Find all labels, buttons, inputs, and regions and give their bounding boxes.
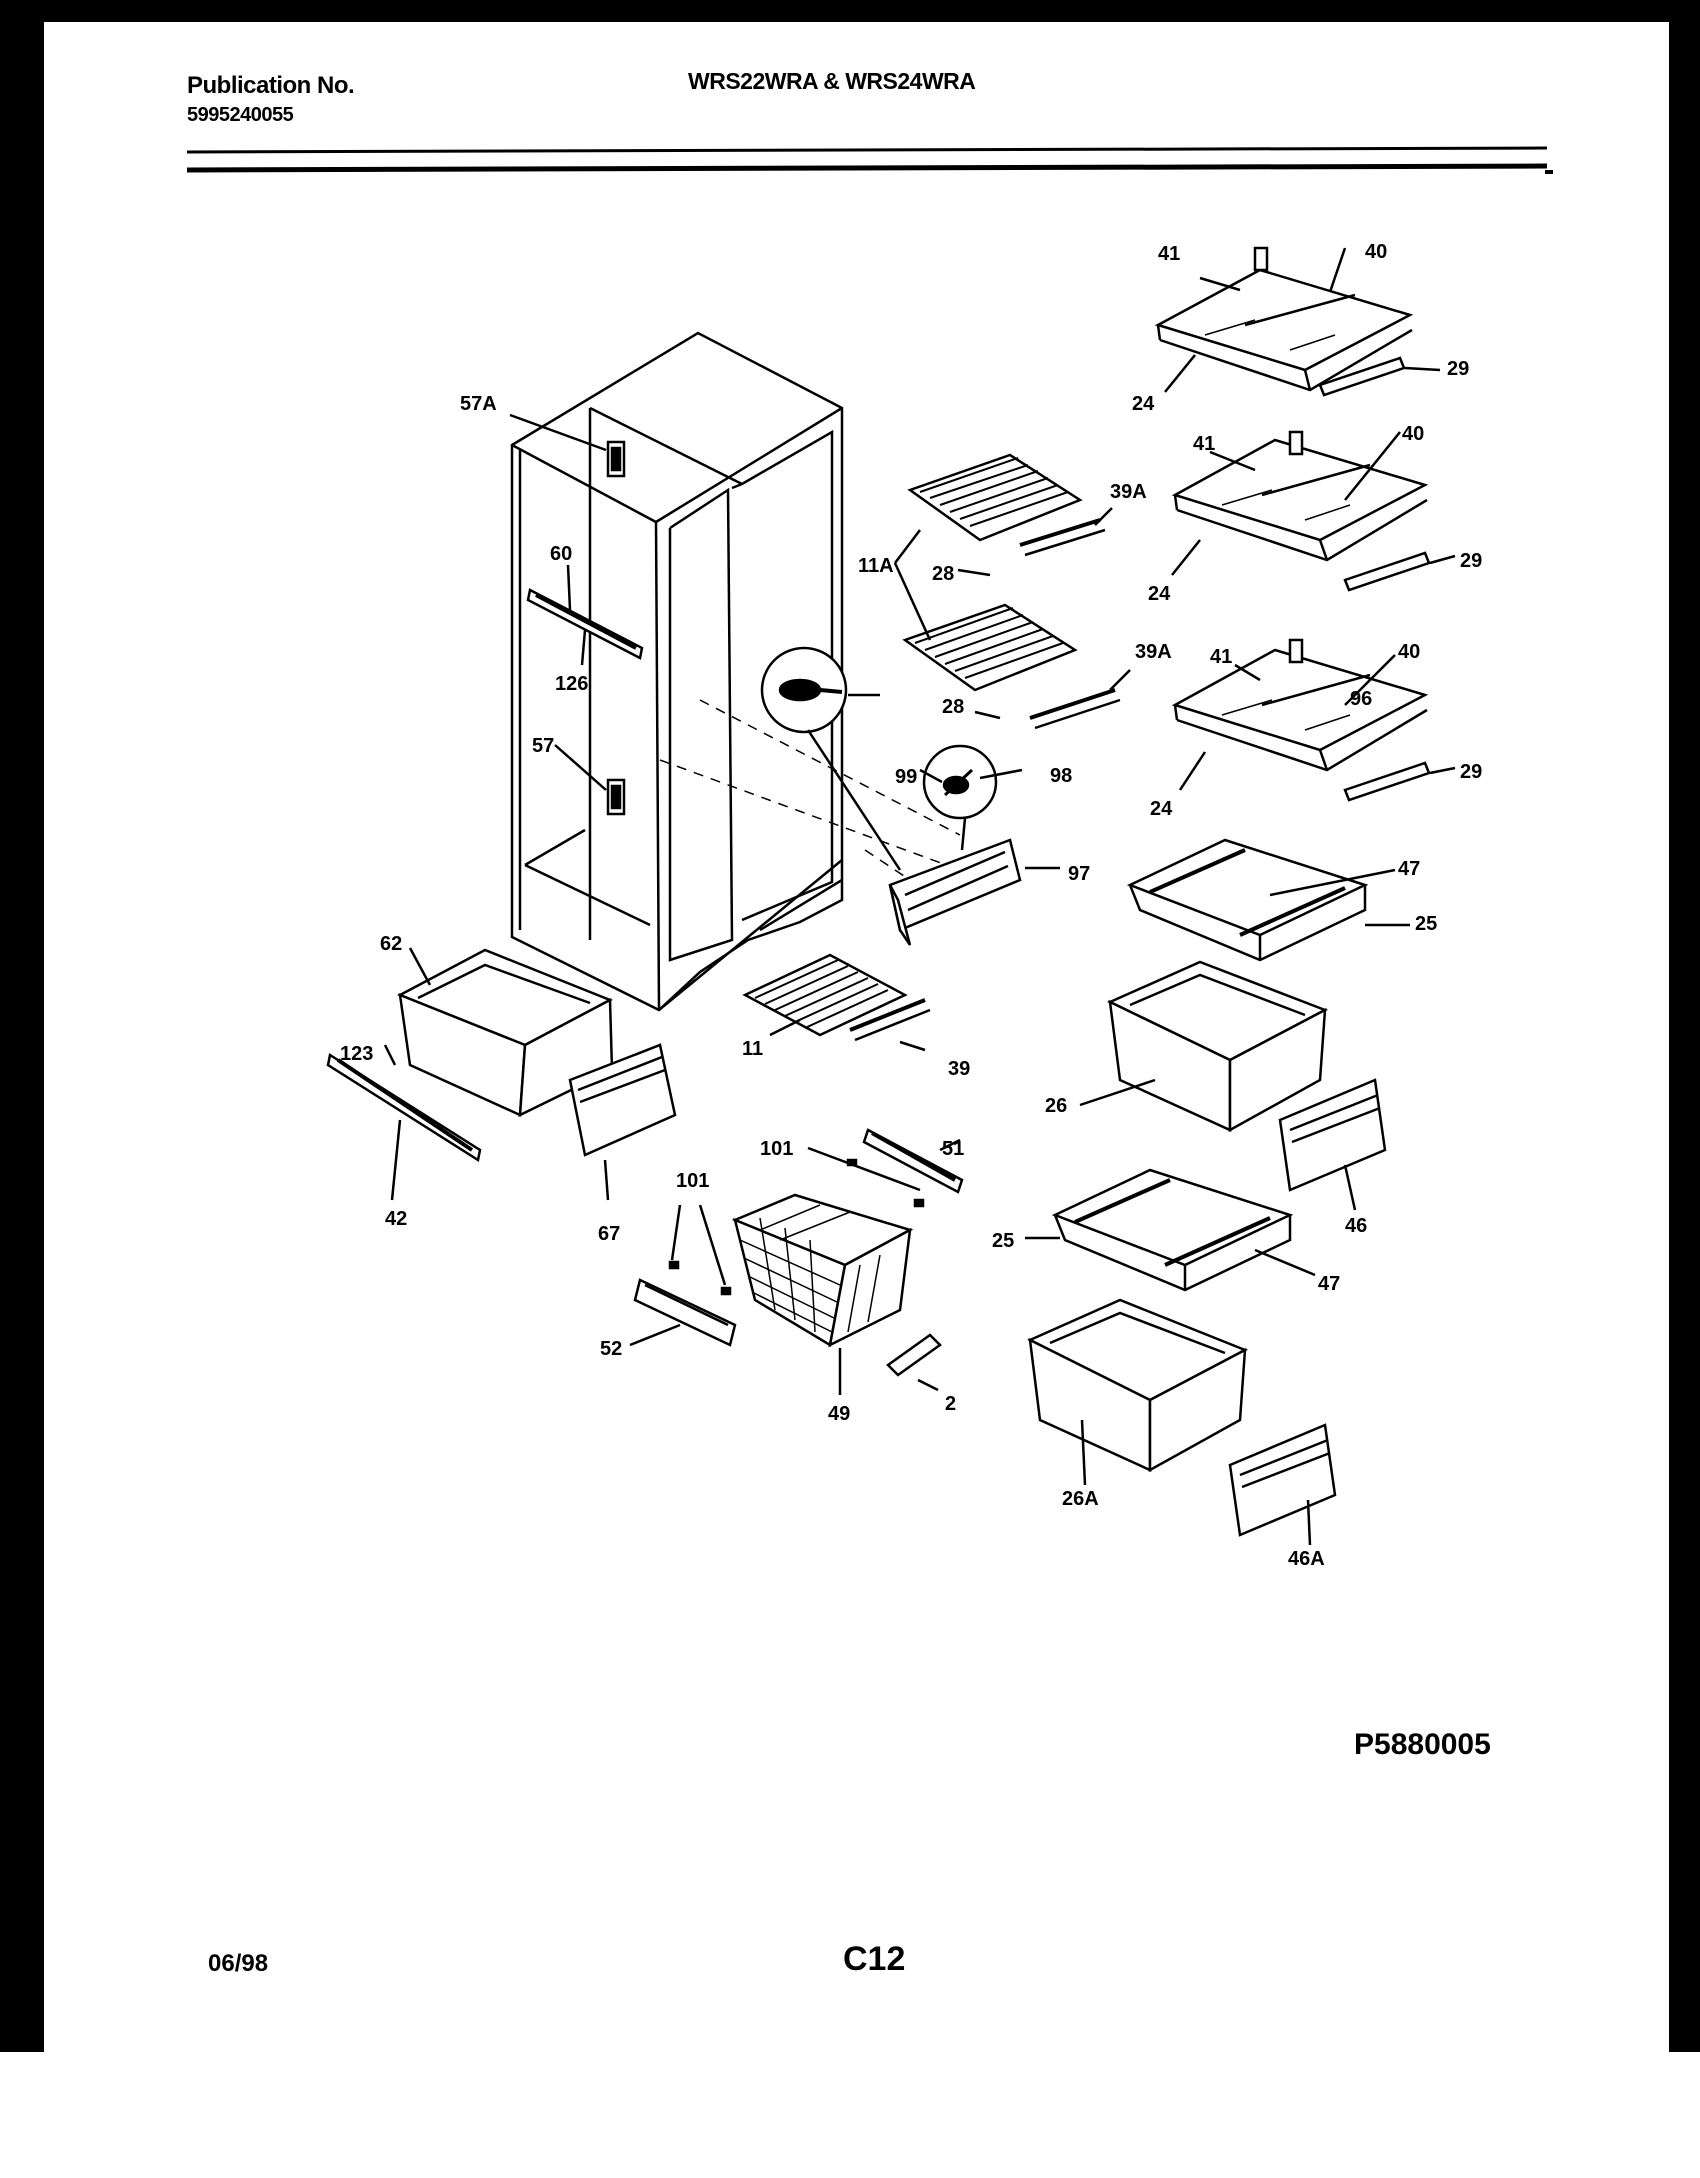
glass-shelf-2	[1171, 430, 1456, 592]
callout-62: 62	[380, 933, 402, 955]
callout-97: 97	[1068, 863, 1090, 885]
callout-39A: 39A	[1135, 641, 1172, 663]
part-46A-door	[1228, 1423, 1337, 1546]
header-rule-thin	[186, 146, 1548, 154]
part-51	[807, 1128, 964, 1208]
callout-11: 11	[742, 1038, 763, 1060]
publication-label: Publication No.	[187, 72, 355, 99]
part-52	[629, 1204, 737, 1347]
bottom-strip	[0, 2052, 1700, 2178]
callout-126: 126	[555, 673, 588, 695]
callout-2: 2	[945, 1393, 956, 1415]
callout-25: 25	[1415, 913, 1437, 935]
header-rule-thick	[186, 163, 1548, 173]
part-60-126	[526, 564, 644, 666]
exploded-view-drawing	[326, 246, 1456, 1546]
callout-57: 57	[532, 735, 554, 757]
detail-circle-98	[919, 744, 1023, 851]
callout-29: 29	[1460, 761, 1482, 783]
leader-39A-b	[1109, 669, 1131, 691]
page-code: C12	[843, 1940, 906, 1978]
part-49-basket	[731, 1193, 914, 1395]
callout-26A: 26A	[1062, 1488, 1099, 1510]
part-26-pan	[1079, 960, 1329, 1133]
part-47-25-upper	[1126, 838, 1410, 962]
wire-shelf-upper	[907, 453, 1106, 577]
part-57A	[509, 413, 626, 478]
callout-47: 47	[1318, 1273, 1340, 1295]
part-47-25-lower	[1025, 1168, 1316, 1292]
callout-11A: 11A	[858, 555, 894, 577]
callout-24: 24	[1148, 583, 1171, 605]
callout-99: 99	[895, 766, 917, 788]
part-callouts: 57A 60 126 57 62 123 42 67 41 40 29 24 41 40 29 24 41 40 2…	[340, 241, 1482, 1570]
callout-39: 39	[948, 1058, 970, 1080]
callout-96: 96	[1350, 688, 1372, 710]
callout-41: 41	[1158, 243, 1180, 265]
callout-39A: 39A	[1110, 481, 1147, 503]
part-67-door	[568, 1043, 677, 1201]
callout-24: 24	[1150, 798, 1173, 820]
callout-123: 123	[340, 1043, 373, 1065]
glass-shelf-1	[1154, 246, 1441, 397]
leader-39A-a	[1094, 507, 1113, 526]
callout-47: 47	[1398, 858, 1420, 880]
callout-51: 51	[942, 1138, 964, 1160]
glass-shelf-3	[1171, 638, 1456, 802]
callout-24: 24	[1132, 393, 1155, 415]
callout-52: 52	[600, 1338, 622, 1360]
callout-29: 29	[1460, 550, 1482, 572]
callout-57A: 57A	[460, 393, 497, 415]
publication-number: 5995240055	[187, 104, 294, 126]
part-11-39	[742, 953, 931, 1052]
model-numbers: WRS22WRA & WRS24WRA	[688, 68, 976, 94]
wire-shelf-lower	[902, 603, 1121, 730]
callout-41: 41	[1210, 646, 1232, 668]
callout-60: 60	[550, 543, 572, 565]
leader-11A-b	[893, 562, 932, 641]
callout-40: 40	[1398, 641, 1420, 663]
part-46-door	[1278, 1078, 1387, 1211]
cabinet	[510, 331, 961, 1012]
header-mark	[1545, 170, 1553, 174]
part-57	[554, 744, 626, 816]
callout-28: 28	[932, 563, 954, 585]
callout-26: 26	[1045, 1095, 1067, 1117]
part-97	[888, 838, 1060, 946]
callout-40: 40	[1402, 423, 1424, 445]
part-26A-pan	[1027, 1298, 1248, 1486]
revision-date: 06/98	[208, 1950, 269, 1977]
callout-28: 28	[942, 696, 964, 718]
callout-67: 67	[598, 1223, 620, 1245]
callout-46: 46	[1345, 1215, 1367, 1237]
callout-46A: 46A	[1288, 1548, 1325, 1570]
leader-11A-a	[894, 529, 921, 564]
callout-101: 101	[760, 1138, 793, 1160]
drawing-id: P5880005	[1354, 1728, 1491, 1761]
callout-42: 42	[385, 1208, 407, 1230]
callout-40: 40	[1365, 241, 1387, 263]
callout-101: 101	[676, 1170, 709, 1192]
callout-49: 49	[828, 1403, 850, 1425]
callout-25: 25	[992, 1230, 1014, 1252]
part-42-rail	[326, 1044, 482, 1201]
callout-41: 41	[1193, 433, 1215, 455]
callout-98: 98	[1050, 765, 1072, 787]
part-2	[886, 1333, 942, 1392]
callout-29: 29	[1447, 358, 1469, 380]
part-62-pan	[397, 947, 614, 1118]
detail-circle-96	[760, 646, 902, 871]
